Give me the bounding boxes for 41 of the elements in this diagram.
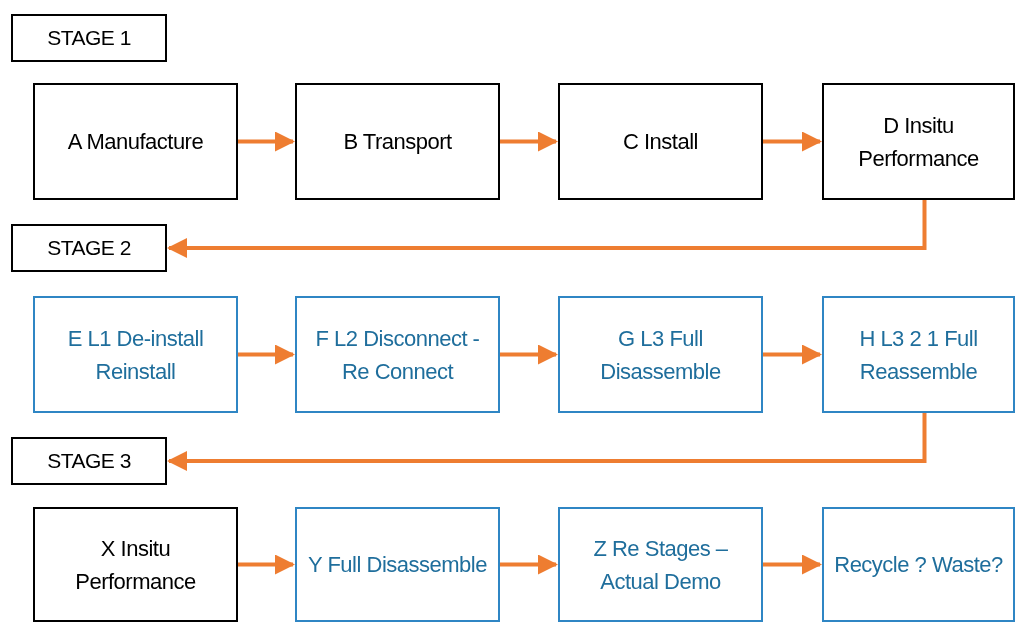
stage-label <box>11 437 167 485</box>
process-box <box>558 507 763 622</box>
process-box <box>33 83 238 200</box>
arrow <box>500 131 558 152</box>
arrow <box>500 554 558 575</box>
process-box <box>33 507 238 622</box>
box-text: Z Re Stages – Actual Demo <box>592 534 729 596</box>
arrow <box>238 554 295 575</box>
process-box <box>822 507 1015 622</box>
box-text: STAGE 3 <box>47 448 131 475</box>
process-box <box>295 296 500 413</box>
box-text: B Transport <box>343 128 452 156</box>
process-box <box>558 296 763 413</box>
box-text: A Manufacture <box>67 128 204 156</box>
box-text: Recycle ? Waste? <box>834 551 1003 579</box>
process-box <box>822 83 1015 200</box>
arrow <box>763 554 822 575</box>
arrow <box>167 200 927 258</box>
arrow <box>500 344 558 365</box>
stage-label <box>11 224 167 272</box>
process-box <box>33 296 238 413</box>
process-box <box>558 83 763 200</box>
arrow <box>763 344 822 365</box>
stage-label <box>11 14 167 62</box>
arrow <box>167 413 927 471</box>
box-text: Y Full Disassemble <box>308 551 487 579</box>
process-box <box>295 507 500 622</box>
process-box <box>295 83 500 200</box>
arrow <box>238 131 295 152</box>
arrow <box>238 344 295 365</box>
box-text: C Install <box>623 128 698 156</box>
box-text: G L3 Full Disassemble <box>599 324 722 386</box>
box-text: E L1 De-install Reinstall <box>66 324 205 386</box>
box-text: X Insitu Performance <box>74 534 197 596</box>
box-text: D Insitu Performance <box>857 111 980 173</box>
box-text: STAGE 2 <box>47 235 131 262</box>
box-text: H L3 2 1 Full Reassemble <box>858 324 979 386</box>
box-text: F L2 Disconnect - Re Connect <box>314 324 481 386</box>
box-text: STAGE 1 <box>47 25 131 52</box>
process-box <box>822 296 1015 413</box>
arrow <box>763 131 822 152</box>
